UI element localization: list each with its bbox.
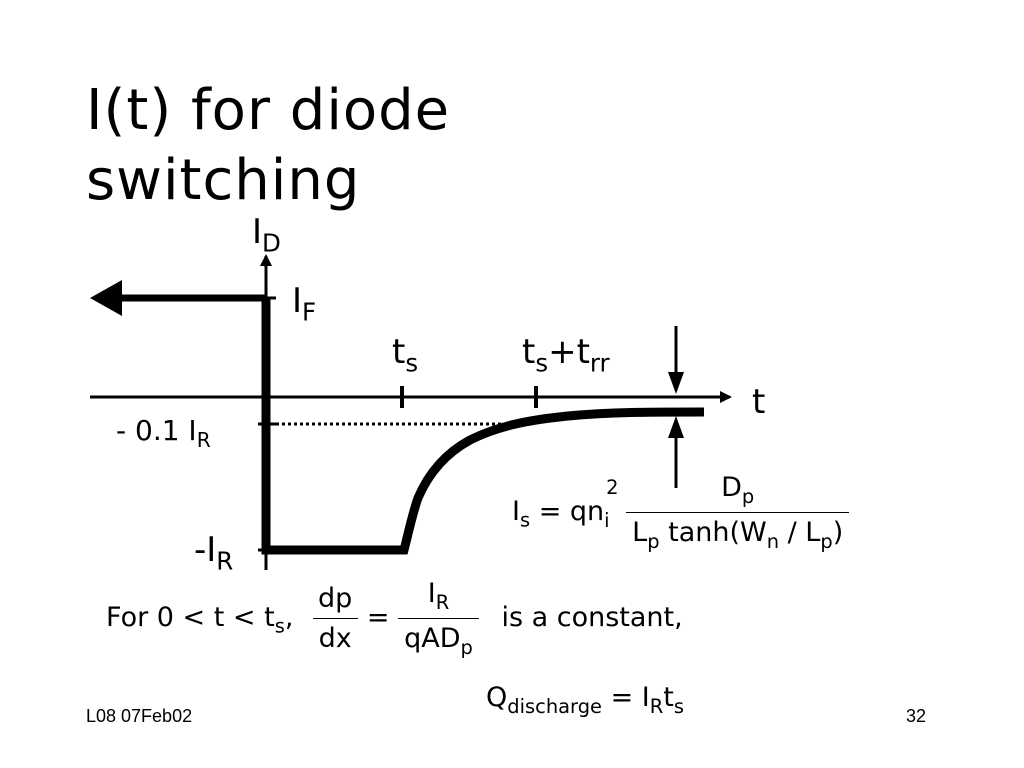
trr-arrow-up-head (668, 416, 684, 438)
constant-gradient-equation: For 0 < t < ts, dp dx = IR qADp is a con… (106, 578, 683, 659)
minus-ir-label: -IR (194, 530, 234, 576)
i-forward-label: IF (292, 281, 317, 327)
y-axis-label: ID (252, 212, 281, 258)
title-line-2: switching (86, 148, 361, 213)
ts-trr-label: ts+trr (522, 332, 610, 378)
slide-title: I(t) for diode switching (86, 76, 450, 216)
current-waveform (261, 298, 705, 555)
tenth-ir-label: - 0.1 IR (116, 414, 211, 453)
x-axis-label: t (752, 382, 766, 422)
page-number: 32 (906, 706, 927, 726)
ts-label: ts (392, 332, 419, 378)
trr-arrow-down-head (668, 372, 684, 394)
title-line-1: I(t) for diode (86, 78, 451, 143)
forward-current-arrowhead (90, 280, 122, 316)
q-discharge-equation: Qdischarge = IRts (486, 682, 685, 718)
footer-date: L08 07Feb02 (86, 706, 193, 726)
